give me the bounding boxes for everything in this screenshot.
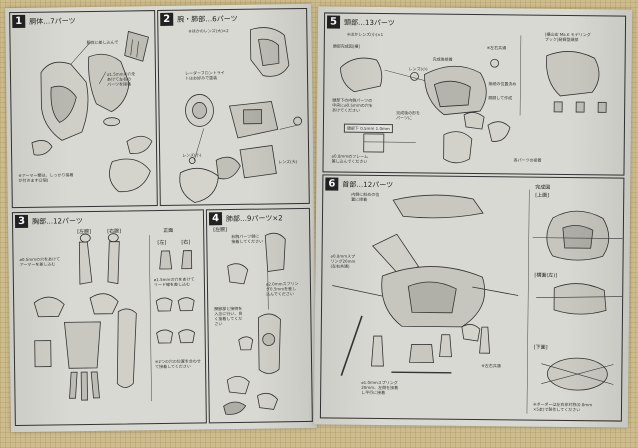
lung-parts-drawing bbox=[223, 232, 286, 415]
label-top-view: [上面] bbox=[535, 192, 550, 199]
note-neck-spring-10: ⌀1.0mmスプリング 20mm、左側を接着 し平行に接着 bbox=[361, 379, 399, 396]
label-complete-view: 完成図 bbox=[535, 184, 551, 191]
note-torso-insert: 胴体に差し込んで bbox=[86, 39, 119, 46]
note-head-shape: 完成後の形を パーツに bbox=[396, 110, 421, 121]
note-chest-armor-drill: ⌀0.5mmの穴をあけて アーマーを差し込む bbox=[19, 256, 61, 267]
note-lung-joint: 関節部と接続を 入念に行い、良 く接着してくだ さい bbox=[214, 305, 243, 327]
instruction-sheet-right: 5 頭部…13パーツ ※ほかレンズ(小)×1 頭部完成図[横] 頭部下の内側パー… bbox=[313, 6, 633, 428]
step-panel-4: 4 肺部…9パーツ×2 [左腕] 右腕パーツ側に 接着してください ⌀2.0mm… bbox=[205, 207, 313, 424]
step-panel-6: 6 首部…12パーツ 内側に斜めの位 置に bbox=[319, 174, 625, 422]
label-left-arm: [左腕] bbox=[77, 228, 92, 236]
note-head-side-view: 頭部完成図[横] bbox=[332, 43, 360, 49]
label-lens-small: レンズ(小) bbox=[182, 152, 202, 158]
label-right: [右] bbox=[181, 239, 191, 246]
step-panel-3: 3 胸部…12パーツ [左腕] [右腕] ⌀0.5mmの穴をあけて bbox=[11, 209, 207, 427]
note-neck-diagonal: 内側に斜めの位 置に接着 bbox=[351, 191, 380, 202]
step-panel-1: 1 胴体…7パーツ 胴体に差し込んで ⌀1.5mmの穴を あけて左右の パーツを… bbox=[9, 10, 158, 209]
label-head-position: 接続の位置決め bbox=[488, 81, 517, 87]
head-parts-drawing bbox=[340, 35, 607, 164]
detail-box-head-bottom: 頭部下 0.5mm 1.0mm bbox=[343, 123, 393, 134]
note-chest-hole-align: ※2つの穴の位置を合わせ て接着してください bbox=[154, 358, 201, 370]
note-lung-spring: ⌀2.0mmスプリン グ0.5mmを差し 込んでください bbox=[265, 281, 299, 297]
detail-box-title: 頭部下 bbox=[346, 125, 359, 131]
label-bottom-view: [下面] bbox=[533, 344, 548, 351]
label-front-view: 正面 bbox=[163, 227, 174, 234]
label-head-expand: 展開して作成 bbox=[488, 95, 513, 101]
label-head-lens-small: レンズ(小) bbox=[408, 66, 428, 72]
note-head-lens-spare: ※ほかレンズ(小)×1 bbox=[346, 31, 384, 38]
label-neck-common: ※左右共通 bbox=[481, 363, 501, 369]
step-panel-2: 2 腕・肺部…6パーツ ※ほかのレンズ(大)×2 レーダーフロントライ トはお好… bbox=[157, 7, 310, 207]
note-lung-bond-side: 右腕パーツ側に 接着してください bbox=[231, 233, 264, 245]
note-torso-armor: ※アーマー類は、しっかり接着 が付きます(2個) bbox=[18, 172, 74, 183]
label-left-arm-4: [左腕] bbox=[213, 227, 228, 234]
chest-parts-drawing bbox=[33, 233, 196, 402]
label-left: [左] bbox=[157, 239, 167, 247]
torso-parts-drawing bbox=[31, 30, 153, 193]
detail-box-dim-2: 1.0mm bbox=[375, 125, 390, 132]
note-head-reference-book: [横山宏 Ma.K モデリング ブック]発掘型頭部 bbox=[544, 31, 591, 43]
label-side-view-left: [横面(左)] bbox=[534, 272, 558, 279]
label-head-common: ※左右共通 bbox=[486, 45, 507, 51]
note-arm-radar-light: レーダーフロントライ トはお好みで塗装 bbox=[184, 70, 225, 81]
note-chest-lead-wire: ⌀1.5mmの穴をあけて リード線を差し込む bbox=[153, 276, 195, 288]
note-head-drill: 頭部下の内側パーツの 中央に⌀0.5mmの穴を あけてください bbox=[332, 97, 373, 113]
label-right-arm: [右腕] bbox=[107, 228, 122, 235]
detail-box-dim-1: 0.5mm bbox=[360, 125, 375, 131]
label-head-bond-after: 完成後接着 bbox=[432, 56, 453, 62]
note-neck-border: ※ボーダーは左右非対称(0.8mm ×5本)で製作してください bbox=[532, 401, 593, 413]
note-neck-spring-08: ⌀0.8mmスプ リング20mm (左右共通) bbox=[330, 253, 356, 269]
step-panel-5: 5 頭部…13パーツ ※ほかレンズ(小)×1 頭部完成図[横] 頭部下の内側パー… bbox=[322, 12, 627, 176]
arm-parts-drawing bbox=[179, 27, 303, 203]
label-head-parts-bond: 各パーツの接着 bbox=[513, 157, 542, 163]
note-head-frame: ⌀0.8mmのフレーム 差し込んでください bbox=[331, 153, 369, 164]
note-torso-drill: ⌀1.5mmの穴を あけて左右の パーツを接着 bbox=[106, 71, 136, 87]
neck-parts-drawing bbox=[332, 189, 623, 414]
instruction-sheet-left: 1 胴体…7パーツ 胴体に差し込んで ⌀1.5mmの穴を あけて左右の パーツを… bbox=[5, 3, 317, 433]
label-lens-large: レンズ(大) bbox=[278, 159, 298, 165]
note-arm-lens-spare: ※ほかのレンズ(大)×2 bbox=[188, 28, 229, 34]
